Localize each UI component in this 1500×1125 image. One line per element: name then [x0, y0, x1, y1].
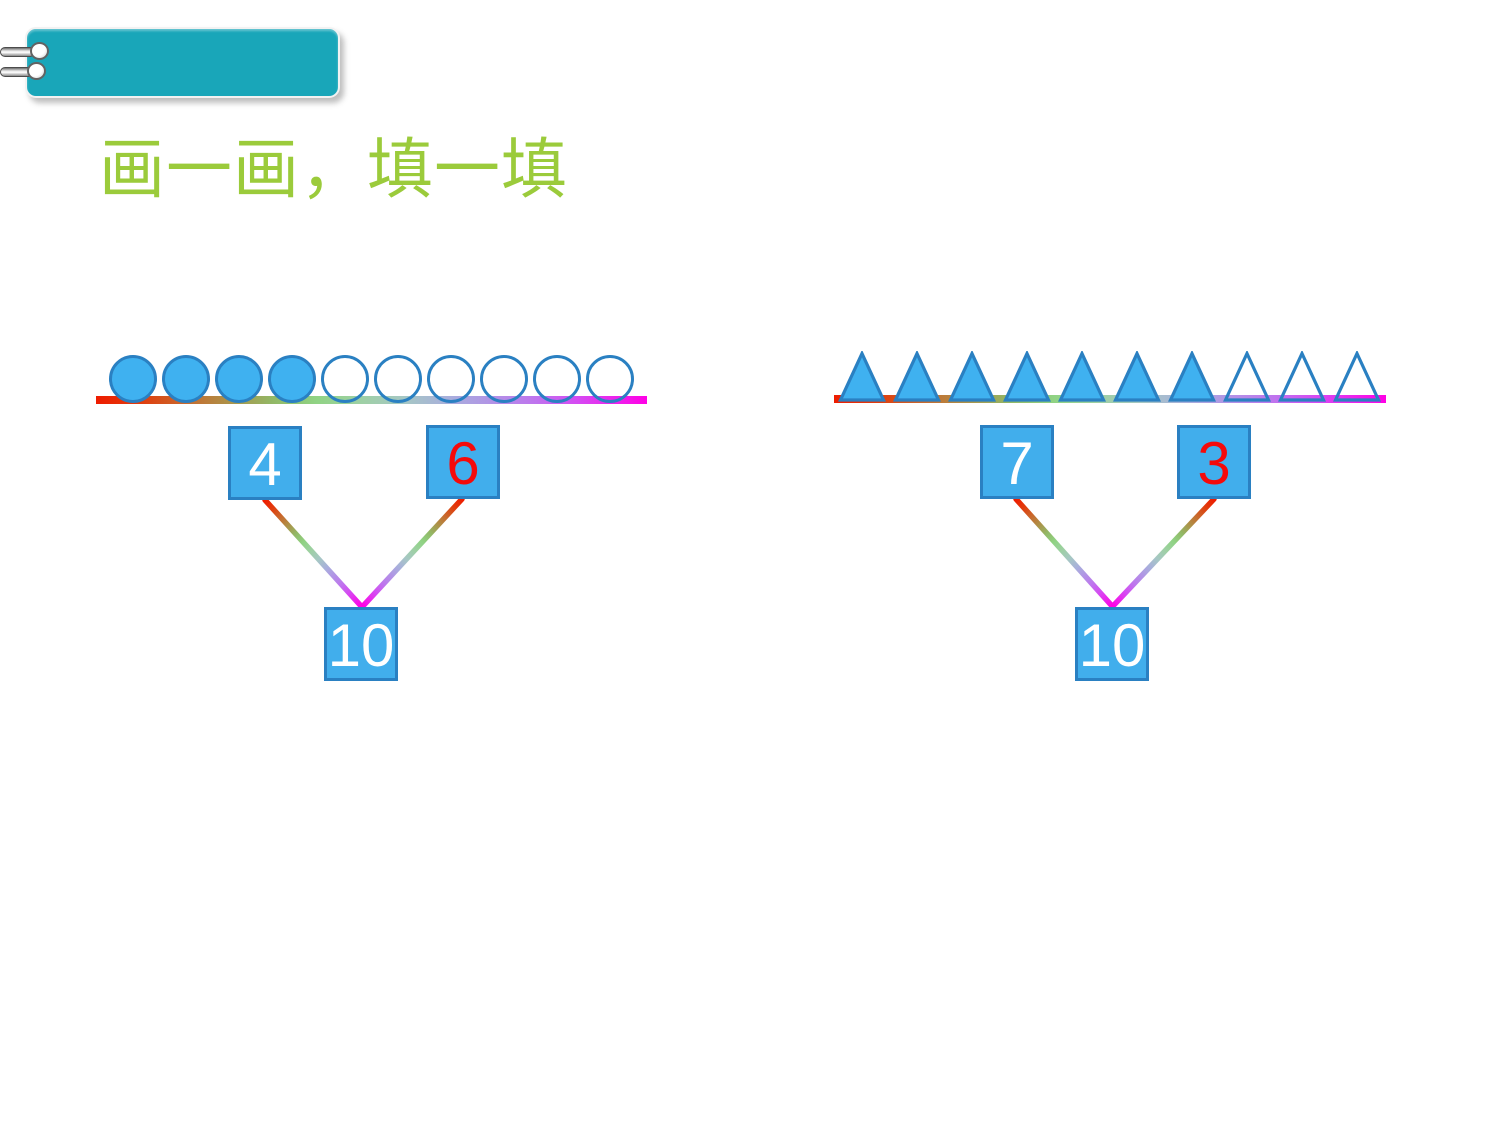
- rainbow-baseline-triangles: [834, 395, 1386, 403]
- number-box-right-whole: 10: [1075, 607, 1149, 681]
- number-value: 7: [1000, 430, 1034, 497]
- filled-circle-shape: [215, 355, 263, 403]
- header-banner: [25, 27, 340, 98]
- empty-triangle-shape: [1278, 351, 1326, 402]
- filled-triangle-shape: [948, 351, 996, 402]
- number-box-left-part1: 4: [228, 426, 302, 500]
- triangle-row: [838, 351, 1381, 402]
- empty-circle-shape: [374, 355, 422, 403]
- pin-head-icon: [27, 62, 46, 80]
- empty-circle-shape: [321, 355, 369, 403]
- number-value: 10: [1078, 612, 1146, 679]
- filled-triangle-shape: [1058, 351, 1106, 402]
- number-value: 10: [327, 612, 395, 679]
- empty-circle-shape: [533, 355, 581, 403]
- filled-circle-shape: [109, 355, 157, 403]
- filled-triangle-shape: [838, 351, 886, 402]
- filled-triangle-shape: [1168, 351, 1216, 402]
- empty-triangle-shape: [1333, 351, 1381, 402]
- empty-triangle-shape: [1223, 351, 1271, 402]
- number-box-left-part2: 6: [426, 425, 500, 499]
- number-value: 4: [248, 431, 282, 498]
- number-box-right-part2: 3: [1177, 425, 1251, 499]
- filled-circle-shape: [268, 355, 316, 403]
- filled-circle-shape: [162, 355, 210, 403]
- page-title: 画一画，填一填: [99, 131, 568, 208]
- number-box-right-part1: 7: [980, 425, 1054, 499]
- empty-circle-shape: [480, 355, 528, 403]
- circle-row: [109, 355, 634, 403]
- rainbow-baseline-circles: [96, 396, 647, 404]
- empty-circle-shape: [427, 355, 475, 403]
- bond-connector-right: [1013, 496, 1217, 609]
- bond-connector-left: [262, 496, 465, 609]
- filled-triangle-shape: [1003, 351, 1051, 402]
- number-value: 6: [446, 430, 480, 497]
- empty-circle-shape: [586, 355, 634, 403]
- pin-head-icon: [30, 42, 49, 60]
- number-value: 3: [1197, 430, 1231, 497]
- filled-triangle-shape: [1113, 351, 1161, 402]
- number-box-left-whole: 10: [324, 607, 398, 681]
- filled-triangle-shape: [893, 351, 941, 402]
